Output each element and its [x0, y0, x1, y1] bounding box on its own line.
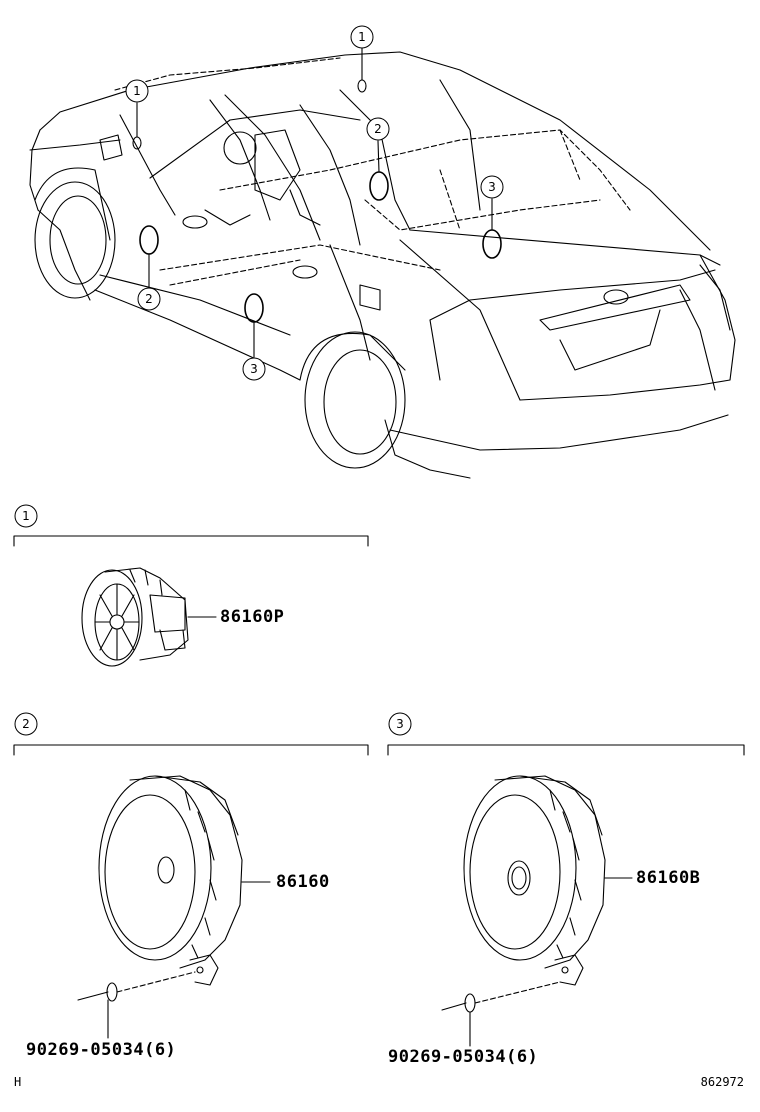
section-1-bracket	[13, 535, 369, 547]
screw-part-number-section-3: 90269-05034(6)	[388, 1047, 538, 1067]
footer-left-code: H	[14, 1075, 21, 1089]
section-2-marker: 2	[22, 717, 30, 731]
speaker-location-3-front	[244, 293, 264, 323]
callout-3-front: 3	[250, 362, 258, 376]
section-1-marker: 1	[22, 509, 30, 523]
section-3-bracket	[387, 744, 745, 756]
part-number-86160p: 86160P	[220, 607, 284, 627]
door-speaker-86160b	[441, 775, 633, 1047]
section-3-marker: 3	[396, 717, 404, 731]
speaker-location-2-front	[139, 225, 159, 255]
part-number-86160b: 86160B	[636, 868, 700, 888]
callout-2-rear: 2	[374, 122, 382, 136]
part-number-86160: 86160	[276, 872, 330, 892]
callout-1-rear: 1	[358, 30, 366, 44]
callout-3-rear: 3	[488, 180, 496, 194]
speaker-location-1-rear	[357, 79, 367, 93]
footer-diagram-number: 862972	[701, 1075, 744, 1089]
callout-2-front: 2	[145, 292, 153, 306]
car-illustration	[29, 51, 736, 479]
speaker-location-2-rear	[369, 171, 389, 201]
door-speaker-86160	[77, 775, 271, 1039]
screw-part-number-section-2: 90269-05034(6)	[26, 1040, 176, 1060]
callout-1-front: 1	[133, 84, 141, 98]
speaker-location-3-rear	[482, 229, 502, 259]
section-2-bracket	[13, 744, 369, 756]
tweeter-speaker-86160p	[81, 567, 217, 667]
